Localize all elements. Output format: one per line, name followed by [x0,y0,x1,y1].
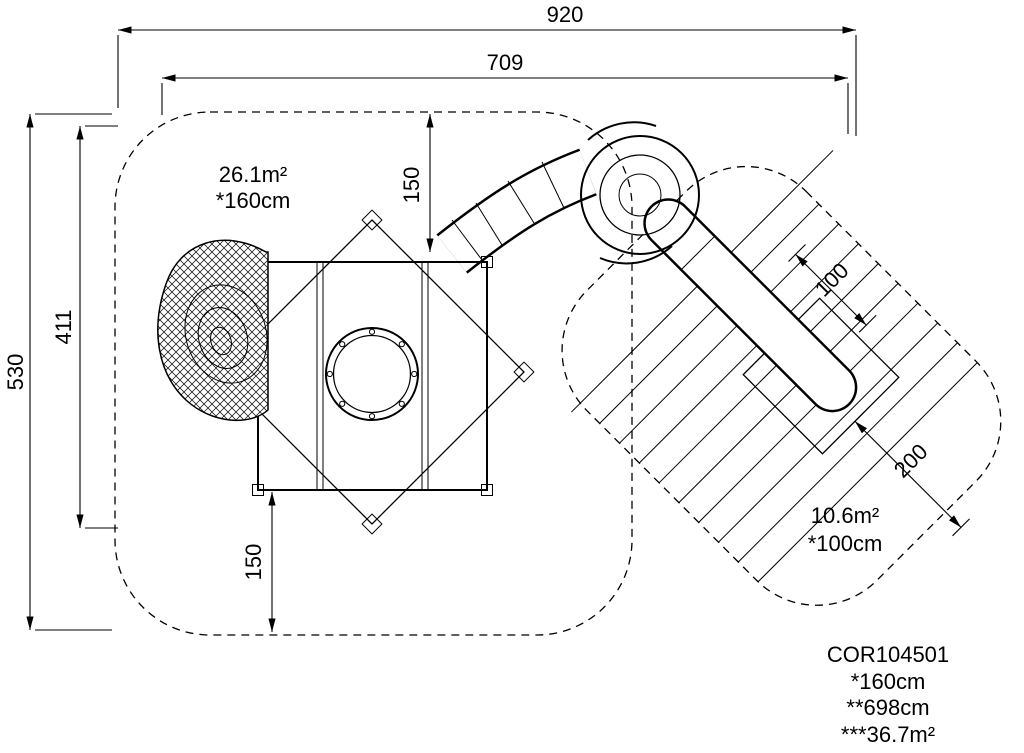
dim-total-height-label: 530 [3,354,28,391]
title-block: COR104501 *160cm **698cm ***36.7m² [827,642,949,747]
slide-zone-fall-height-label: *100cm [808,531,883,556]
slide-landing-zone [571,150,978,583]
product-slide-length-label: **698cm [846,695,929,720]
dim-clearance-top-label: 150 [399,167,424,204]
dim-total-height: 530 [3,113,112,631]
slide-tube-straight [643,198,858,413]
safety-zone-main-outline [114,111,633,636]
climbing-net [157,239,269,422]
product-total-area-label: ***36.7m² [841,722,935,747]
slide-safety-zone-outline [561,165,1002,606]
tower-hatch-ring [325,327,419,421]
dim-total-width: 920 [117,2,857,136]
slide-zone-area-label: 10.6m² [811,503,879,528]
zone-labels: 26.1m² *160cm 10.6m² *100cm [216,162,883,556]
product-fall-height-label: *160cm [851,669,926,694]
dim-equipment-height-label: 411 [51,309,76,344]
dim-clearance-bottom-label: 150 [241,544,266,581]
dim-equipment-height: 411 [51,125,118,529]
slide-tube-curved [436,148,597,274]
main-zone-fall-height-label: *160cm [216,188,291,213]
dim-total-width-label: 920 [547,2,584,27]
slide-spiral [580,121,700,265]
dim-slide-runout-label: 200 [889,439,933,483]
main-zone-area-label: 26.1m² [219,162,287,187]
tower-platform-diamond [219,219,525,525]
product-code-label: COR104501 [827,642,949,667]
dim-inner-width-label: 709 [487,50,524,75]
dim-slide-runout [846,412,970,537]
dim-slide-width [788,244,877,333]
dim-clearance-bottom: 150 [241,492,276,632]
dim-inner-width: 709 [161,50,849,134]
tower-roof-square [257,261,488,491]
dim-clearance-top: 150 [399,114,434,252]
